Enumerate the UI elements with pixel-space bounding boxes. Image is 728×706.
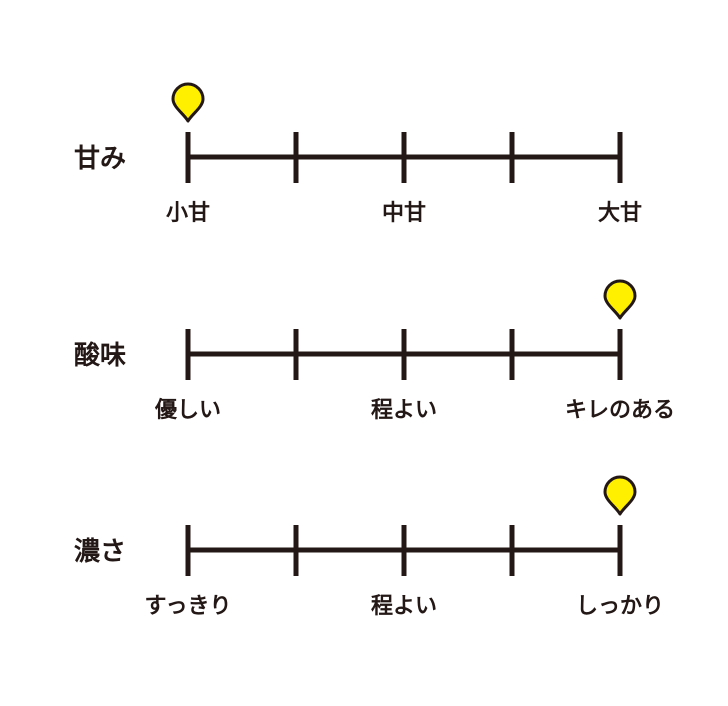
scale-tick-label: 小甘: [166, 201, 210, 226]
scale-label: 酸味: [74, 341, 126, 371]
scale-tick-label: 程よい: [371, 594, 437, 619]
scale-tick-label: しっかり: [576, 594, 664, 619]
level-marker-pin-icon: [603, 475, 637, 516]
scale-label: 甘み: [74, 144, 126, 174]
scale-tick-label: 程よい: [371, 398, 437, 423]
scale-tick-label: すっきり: [144, 594, 231, 619]
level-marker-pin-icon: [603, 279, 637, 320]
scale-tick-label: 優しい: [154, 398, 221, 423]
level-marker-pin-icon: [171, 82, 205, 123]
scale-label: 濃さ: [74, 537, 126, 567]
scale-tick-label: 中甘: [382, 201, 426, 226]
scale-tick-label: キレのある: [565, 398, 675, 423]
scale-tick-label: 大甘: [598, 201, 642, 226]
